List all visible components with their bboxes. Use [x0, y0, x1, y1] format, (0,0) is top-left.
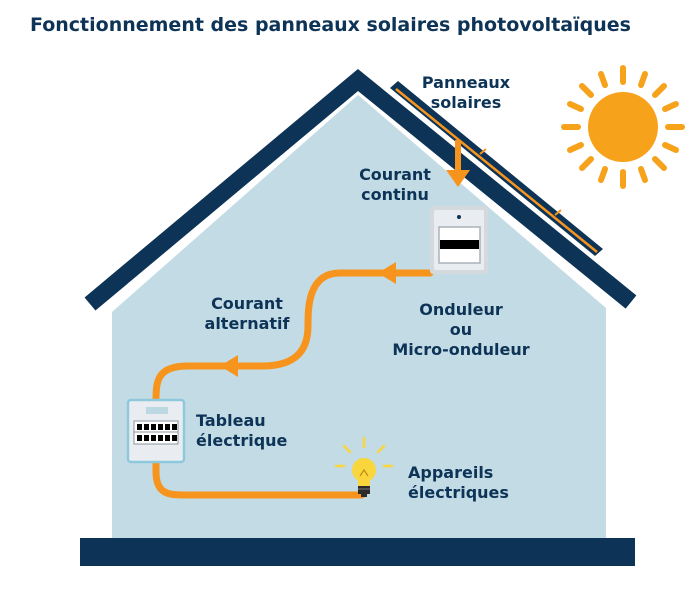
label-appliances: Appareils électriques	[408, 463, 509, 503]
label-panel-board: Tableau électrique	[196, 411, 287, 451]
label-dc-current: Courant continu	[346, 165, 444, 205]
label-line: continu	[361, 185, 429, 204]
label-inverter: Onduleur ou Micro-onduleur	[381, 300, 541, 360]
house-floor	[80, 538, 635, 566]
label-line: solaires	[430, 93, 502, 112]
solar-panel	[390, 81, 603, 256]
appliance-wire	[152, 456, 366, 499]
label-line: Micro-onduleur	[392, 340, 530, 359]
house-roof	[84, 68, 637, 311]
label-line: Panneaux	[421, 73, 511, 92]
label-line: ou	[449, 320, 473, 339]
panel-board-icon	[126, 398, 186, 464]
ac-current-wire	[152, 269, 434, 404]
label-line: électriques	[408, 483, 509, 502]
dc-current-arrow	[446, 140, 470, 187]
ac-arrow-upper	[378, 262, 396, 284]
light-bulb-icon	[334, 436, 394, 497]
label-line: électrique	[196, 431, 288, 450]
label-line: alternatif	[204, 314, 290, 333]
label-line: Tableau	[196, 411, 266, 430]
label-line: Courant	[359, 165, 431, 184]
house-wall	[112, 95, 606, 538]
inverter-icon	[430, 206, 488, 274]
label-line: Courant	[211, 294, 283, 313]
sun-icon	[561, 65, 685, 189]
label-ac-current: Courant alternatif	[192, 294, 302, 334]
label-solar-panels: Panneaux solaires	[412, 73, 520, 113]
page-title: Fonctionnement des panneaux solaires pho…	[30, 14, 631, 36]
label-line: Onduleur	[419, 300, 503, 319]
label-line: Appareils	[408, 463, 494, 482]
ac-arrow-lower	[220, 355, 238, 377]
